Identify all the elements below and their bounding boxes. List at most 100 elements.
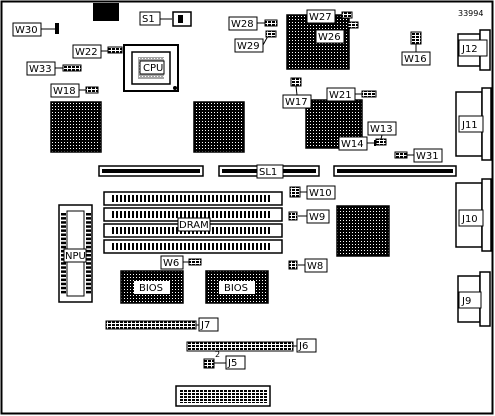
w18-label: W18 bbox=[53, 86, 76, 97]
w31-jumper bbox=[394, 151, 408, 159]
npu-pin bbox=[86, 266, 91, 269]
w33-jumper bbox=[62, 64, 82, 72]
npu-pin bbox=[61, 217, 66, 220]
w8-jumper bbox=[288, 260, 298, 270]
npu-pin bbox=[61, 241, 66, 245]
j10-label: J10 bbox=[461, 214, 478, 225]
j7-label: J7 bbox=[200, 320, 210, 331]
w30-jumper bbox=[55, 23, 59, 34]
npu-pin bbox=[86, 233, 91, 236]
w16-jumper bbox=[410, 31, 422, 45]
w28-jumper bbox=[264, 19, 278, 27]
w26-jumper bbox=[347, 21, 359, 29]
bios-chip-right: BIOS bbox=[205, 270, 269, 304]
npu-pin bbox=[86, 213, 91, 216]
j5-label: J5 bbox=[227, 358, 237, 369]
w18-jumper bbox=[85, 86, 99, 94]
w13-label: W13 bbox=[370, 124, 393, 135]
npu-pin bbox=[86, 241, 91, 245]
w8-label: W8 bbox=[307, 261, 323, 272]
w33-label: W33 bbox=[29, 64, 52, 75]
w6-jumper bbox=[188, 258, 202, 266]
npu-pin bbox=[86, 221, 91, 224]
npu-pin bbox=[61, 266, 66, 269]
w27-label: W27 bbox=[309, 12, 332, 23]
cpu-chip: CPU bbox=[123, 44, 179, 92]
j7-header bbox=[105, 320, 197, 330]
w26-label: W26 bbox=[318, 32, 341, 43]
w17-jumper bbox=[290, 77, 302, 87]
npu-label: NPU bbox=[65, 251, 86, 262]
j5-pin-mark: 2 bbox=[215, 350, 220, 359]
bios-left-label: BIOS bbox=[139, 283, 163, 294]
w29-jumper bbox=[265, 30, 277, 38]
npu-pin bbox=[86, 245, 91, 249]
npu-pin bbox=[61, 278, 66, 282]
w13-jumper bbox=[375, 138, 387, 146]
w27-jumper bbox=[341, 11, 353, 19]
npu-pin bbox=[86, 262, 91, 265]
j12-label: J12 bbox=[461, 44, 478, 55]
j9-label: J9 bbox=[461, 296, 471, 307]
s1-label: S1 bbox=[142, 14, 155, 25]
npu-pin bbox=[86, 258, 91, 261]
figure-id: 33994 bbox=[458, 9, 483, 18]
dram-label: DRAM bbox=[179, 220, 209, 231]
j6-label: J6 bbox=[298, 341, 308, 352]
w10-jumper bbox=[289, 186, 301, 198]
w22-jumper bbox=[107, 46, 123, 54]
w30-label: W30 bbox=[15, 25, 38, 36]
npu-pin bbox=[86, 290, 91, 294]
chipset-left bbox=[50, 101, 102, 153]
npu-pin bbox=[86, 237, 91, 241]
connector-j10: J10 bbox=[455, 178, 492, 252]
j5-header bbox=[203, 358, 215, 369]
npu-pin bbox=[86, 225, 91, 228]
w6-label: W6 bbox=[163, 258, 179, 269]
w22-label: W22 bbox=[75, 47, 98, 58]
w9-jumper bbox=[288, 211, 298, 221]
npu-pin bbox=[61, 221, 66, 224]
bios-right-label: BIOS bbox=[224, 283, 248, 294]
w9-label: W9 bbox=[309, 212, 325, 223]
npu-pin bbox=[86, 274, 91, 277]
j11-label: J11 bbox=[461, 120, 478, 131]
chipset-lower-right bbox=[336, 205, 390, 257]
npu-pin bbox=[61, 282, 66, 286]
npu-pin bbox=[61, 213, 66, 216]
w17-label: W17 bbox=[285, 97, 308, 108]
cpu-label: CPU bbox=[143, 63, 163, 74]
w16-label: W16 bbox=[404, 54, 427, 65]
npu-socket: NPU bbox=[58, 204, 93, 303]
w10-label: W10 bbox=[309, 188, 332, 199]
connector-j12: J12 bbox=[457, 29, 491, 71]
top-connector bbox=[93, 3, 119, 21]
npu-pin bbox=[61, 270, 66, 273]
npu-pin bbox=[86, 270, 91, 273]
npu-pin bbox=[61, 262, 66, 265]
sl1-label-box bbox=[256, 164, 284, 179]
w31-label: W31 bbox=[416, 151, 439, 162]
npu-pin bbox=[86, 286, 91, 290]
npu-pin bbox=[61, 229, 66, 232]
npu-pin bbox=[61, 286, 66, 290]
npu-pin bbox=[86, 282, 91, 286]
npu-pin bbox=[86, 217, 91, 220]
npu-pin bbox=[86, 229, 91, 232]
npu-pin bbox=[86, 278, 91, 282]
npu-pin bbox=[61, 245, 66, 249]
npu-pin bbox=[86, 249, 91, 253]
w14-jumper bbox=[374, 140, 376, 146]
w29-label: W29 bbox=[237, 41, 260, 52]
dram-label-box bbox=[177, 217, 211, 232]
bios-chip-left: BIOS bbox=[120, 270, 184, 304]
npu-pin bbox=[61, 237, 66, 241]
chipset-center bbox=[193, 101, 245, 153]
npu-pin bbox=[86, 254, 91, 257]
w14-label: W14 bbox=[341, 139, 364, 150]
npu-pin bbox=[61, 225, 66, 228]
npu-pin bbox=[61, 290, 66, 294]
w28-label: W28 bbox=[231, 19, 254, 30]
npu-pin bbox=[61, 233, 66, 236]
